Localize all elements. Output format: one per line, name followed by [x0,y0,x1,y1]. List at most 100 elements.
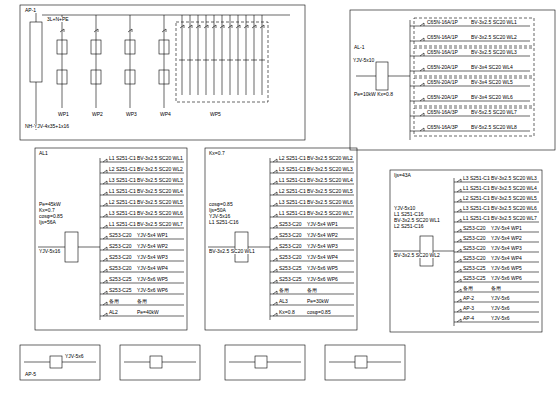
wire [103,302,107,305]
panel-outline [390,170,542,332]
wire [103,280,107,283]
wire [454,182,539,183]
panel-outline [159,40,169,54]
circuit-label: Kx=0.8 [278,310,296,315]
wire [273,159,277,162]
wire [203,60,209,61]
circuit-label: BV-3x2.5 SC20 WL1 [470,20,518,25]
wire [270,184,354,185]
wire [100,184,184,185]
wire [103,181,107,184]
wire [248,25,249,28]
wire [410,41,530,42]
circuit-label: L1 S251-C16 [278,211,309,216]
wire [424,113,425,116]
circuit-label: NH-YJV-4x35+1x16 [24,124,70,129]
wire [270,228,354,229]
circuit-label: BV-3x2.5 SC20 WL3 [136,178,184,183]
wire [100,294,184,295]
wire [211,60,217,61]
circuit-label: C65N-20A/1P [426,80,459,85]
circuit-label: YJV-5x6 [490,316,511,321]
wire [62,15,63,108]
circuit-label: AP-2 [462,296,475,301]
circuit-label: YJV-5x10 [393,206,416,211]
wire [270,217,354,218]
circuit-label: AP-3 [462,306,475,311]
wire [457,209,461,212]
wire [457,239,461,242]
wire [219,60,225,61]
wire [273,203,277,206]
circuit-label: YJV-5x6 WP5 [490,266,523,271]
circuit-label: BV-3x2.5 SC20 WL6 [490,206,538,211]
wire [100,305,184,306]
wire [454,272,539,273]
circuit-label: YJV-5x4 WP1 [490,226,523,231]
circuit-label: L2 S251-C16 [278,156,309,161]
circuit-label: S253-C20 [462,236,487,241]
wire [100,261,184,262]
circuit-label: C65N-16A/1P [426,50,459,55]
wire [410,116,530,117]
wire [273,269,277,272]
wire [187,60,193,61]
wire [103,159,107,162]
wire [227,60,233,61]
circuit-label: cosφ=0.85 [208,202,234,207]
circuit-label: WP1 [57,112,70,117]
wire [270,305,354,306]
wire [162,29,166,32]
wire [252,25,256,28]
wire [259,60,265,61]
circuit-label: L2 S251-C16 [393,224,424,229]
circuit-label: BV-3x2.5 SC20 WL6 [306,200,354,205]
circuit-label: BV-3x2.5 SC20 WL7 [136,222,184,227]
panel-outline [57,40,67,54]
wire [457,189,461,192]
circuit-label: YJV-5x4 WP2 [306,233,339,238]
wire [457,229,461,232]
wire [424,98,425,101]
circuit-label: YJV-5x4 WP3 [136,255,169,260]
circuit-label: Pe=30kW [306,299,330,304]
wire [454,282,539,283]
wire [103,192,107,195]
wire [273,280,277,283]
circuit-label: L1 S251-C16 [278,178,309,183]
wire [424,83,425,86]
circuit-label: YJV-5x4 WP2 [490,236,523,241]
circuit-label: S253-C25 [108,277,133,282]
circuit-label: L3 S251-C16 [278,200,309,205]
circuit-label: YJV-5x16 [38,249,61,254]
wire [410,56,530,57]
wire [100,239,184,240]
wire [208,247,235,248]
circuit-label: BV-3x2.5 SC20 WL3 [490,176,538,181]
panel-outline [205,148,357,330]
wire [130,15,131,108]
wire [457,309,461,312]
circuit-label: Ijs=56A [38,220,57,225]
circuit-label: YJV-5x16 [208,214,231,219]
wire [248,247,270,248]
panel-outline [325,345,405,380]
wire [267,362,301,363]
wire [244,25,248,28]
wire [457,259,461,262]
wire [264,25,265,28]
circuit-label: BV-3x4 SC20 WL6 [470,95,514,100]
circuit-label: BV-3x2.5 SC20 WL3 [470,50,518,55]
circuit-label: L1 S251-C16 [108,189,139,194]
circuit-label: BV-3x2.5 SC20 WL5 [490,196,538,201]
circuit-label: WP4 [159,112,172,117]
circuit-label: L3 S251-C16 [108,178,139,183]
circuit-label: BV-3x2.5 SC20 WL5 [136,200,184,205]
wire [100,173,184,174]
wire [100,217,184,218]
circuit-label: L3 S251-C16 [462,206,493,211]
panel-outline [125,70,135,84]
wire [424,128,425,131]
circuit-label: BV-3x2.5 SC20 WL7 [490,216,538,221]
wire [24,362,50,363]
